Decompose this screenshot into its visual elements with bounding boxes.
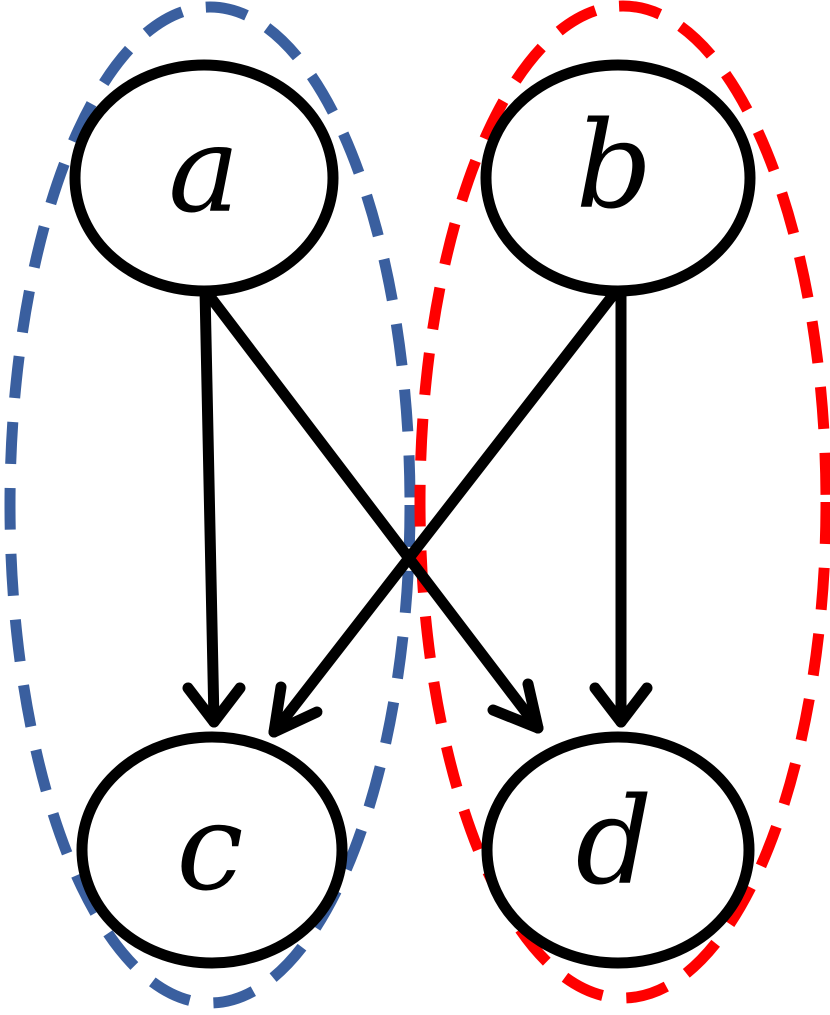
edge-b-c-arrowhead: [268, 681, 323, 738]
node-b: b: [480, 59, 756, 297]
edge-b-d-arrowhead: [589, 682, 653, 728]
group-ellipse-a-c: [4, 1, 416, 1009]
node-d-label: d: [576, 773, 653, 912]
edges: [182, 284, 653, 738]
edge-a-d: [199, 284, 544, 734]
node-b-label: b: [576, 97, 653, 236]
edge-a-c-arrowhead: [182, 682, 246, 728]
node-c: c: [76, 731, 348, 969]
edge-a-d-arrowhead: [487, 678, 544, 734]
node-c-label: c: [176, 779, 243, 918]
node-b-circle: [480, 59, 756, 297]
node-c-circle: [76, 731, 348, 969]
edge-b-c: [268, 284, 623, 738]
node-a-label: a: [168, 101, 240, 240]
group-ellipse-b-d: [414, 0, 830, 1004]
node-d-circle: [481, 731, 755, 969]
node-d: d: [481, 731, 755, 969]
edge-a-c: [199, 284, 220, 728]
node-a-circle: [69, 59, 339, 297]
node-a: a: [69, 59, 339, 297]
